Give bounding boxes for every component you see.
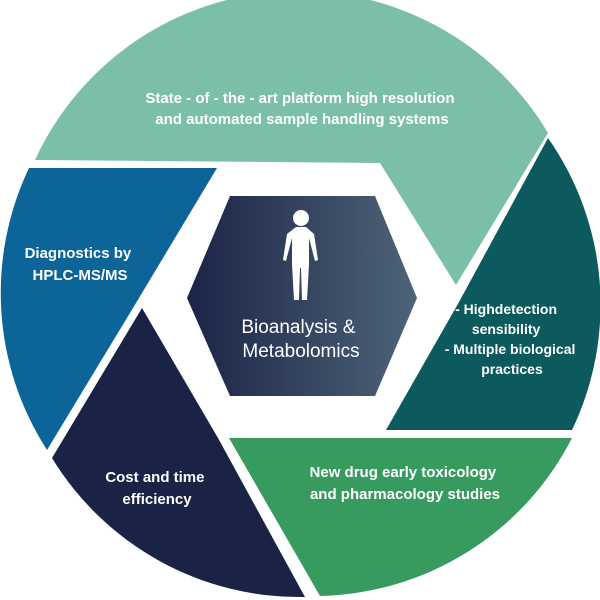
segment-cost-shape xyxy=(52,308,305,598)
segment-detection-line-2: sensibility xyxy=(472,321,541,337)
center-label: Bioanalysis & Metabolomics xyxy=(241,317,360,362)
segment-detection-line-4: practices xyxy=(481,361,543,377)
segment-platform-label: State - of - the - art platform high res… xyxy=(145,90,458,128)
segment-toxicology: New drug early toxicology and pharmacolo… xyxy=(229,438,572,596)
segment-diagnostics-line-1: Diagnostics by xyxy=(25,245,132,262)
segment-platform-line-2: and automated sample handling systems xyxy=(155,111,448,128)
segment-detection: - Highdetection sensibility - Multiple b… xyxy=(386,138,600,430)
segment-toxicology-shape xyxy=(229,438,572,596)
segment-toxicology-line-2: and pharmacology studies xyxy=(310,486,500,503)
segment-detection-shape xyxy=(386,138,600,430)
segment-cost: Cost and time efficiency xyxy=(52,308,305,598)
segment-detection-label: - Highdetection sensibility - Multiple b… xyxy=(445,301,580,377)
segment-diagnostics-label: Diagnostics by HPLC-MS/MS xyxy=(25,245,136,284)
segment-platform-shape xyxy=(35,0,548,285)
segment-detection-line-1: - Highdetection xyxy=(455,301,557,317)
segment-detection-line-3: - Multiple biological xyxy=(445,341,576,357)
segment-cost-line-1: Cost and time xyxy=(105,469,204,486)
human-figure-icon xyxy=(283,210,318,300)
segment-platform: State - of - the - art platform high res… xyxy=(35,0,548,285)
segment-toxicology-label: New drug early toxicology and pharmacolo… xyxy=(310,464,501,503)
center-label-line-1: Bioanalysis & xyxy=(241,317,355,338)
segment-diagnostics-shape xyxy=(0,168,218,450)
segment-diagnostics-line-2: HPLC-MS/MS xyxy=(33,267,128,284)
segment-toxicology-line-1: New drug early toxicology xyxy=(310,464,497,481)
center-label-line-2: Metabolomics xyxy=(242,341,359,362)
segment-cost-line-2: efficiency xyxy=(122,491,192,508)
segment-cost-label: Cost and time efficiency xyxy=(105,469,208,508)
center-hexagon: Bioanalysis & Metabolomics xyxy=(187,196,417,396)
segment-diagnostics: Diagnostics by HPLC-MS/MS xyxy=(0,168,218,450)
segment-platform-line-1: State - of - the - art platform high res… xyxy=(145,90,454,107)
